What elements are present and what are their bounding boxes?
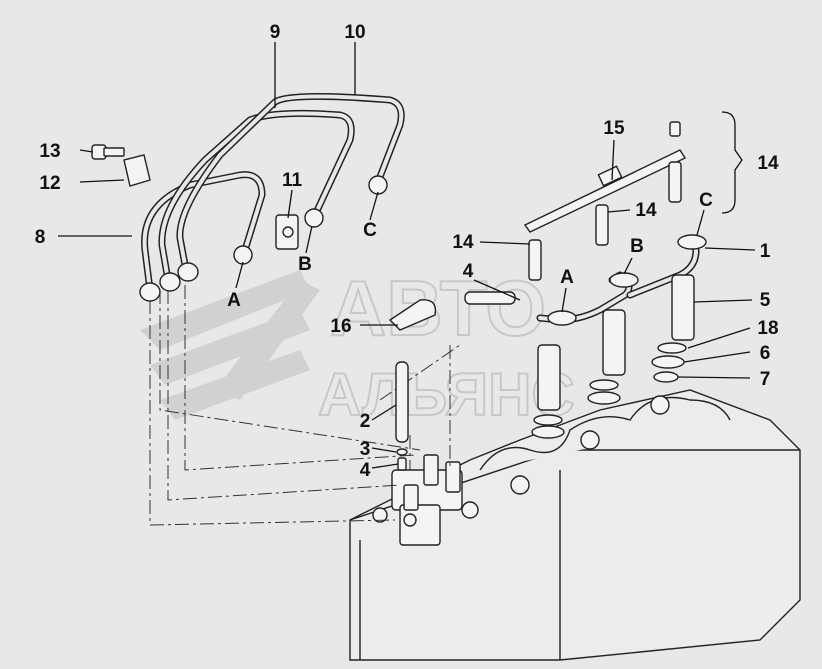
callout-b-right: B xyxy=(630,236,644,257)
leader-lines xyxy=(58,42,756,469)
fuel-pipes xyxy=(139,92,405,302)
callout-6: 6 xyxy=(760,343,771,364)
bracket xyxy=(123,154,151,187)
group-bracket xyxy=(721,111,743,214)
callout-4-lower: 4 xyxy=(360,460,371,481)
callout-14-group: 14 xyxy=(757,153,779,174)
vertical-hose xyxy=(395,361,409,471)
callout-12: 12 xyxy=(39,173,60,194)
leak-off-pipe xyxy=(523,149,687,233)
callout-15: 15 xyxy=(603,118,625,139)
routing-lines xyxy=(149,285,461,526)
leak-off-hoses xyxy=(528,121,682,281)
watermark-line1: АВТО xyxy=(330,264,546,352)
callout-5: 5 xyxy=(760,290,771,311)
callout-7: 7 xyxy=(760,369,771,390)
callout-16: 16 xyxy=(330,316,351,337)
injectors xyxy=(531,274,695,439)
mounting-bracket xyxy=(388,299,437,331)
callout-8: 8 xyxy=(35,227,46,248)
callout-14-left: 14 xyxy=(452,232,474,253)
callout-10: 10 xyxy=(344,22,365,43)
callout-14-middle: 14 xyxy=(635,200,657,221)
callout-4-upper: 4 xyxy=(463,261,474,282)
callout-9: 9 xyxy=(270,22,281,43)
bolt xyxy=(91,144,125,160)
pipe-clamp xyxy=(275,214,299,250)
callout-c-left: C xyxy=(363,220,377,241)
injection-pump xyxy=(391,454,463,546)
return-hose xyxy=(464,291,516,305)
callout-1: 1 xyxy=(760,241,771,262)
callout-b-left: B xyxy=(298,254,312,275)
callout-13: 13 xyxy=(39,141,60,162)
callout-a-left: A xyxy=(227,290,241,311)
watermark-line2: АЛЬЯНС xyxy=(318,361,575,428)
callout-3: 3 xyxy=(360,439,371,460)
watermark-logo xyxy=(140,270,320,420)
callout-c-right: C xyxy=(699,190,713,211)
callout-a-right: A xyxy=(560,267,574,288)
callout-11: 11 xyxy=(282,170,303,191)
callout-2: 2 xyxy=(360,411,371,432)
callout-18: 18 xyxy=(757,318,778,339)
